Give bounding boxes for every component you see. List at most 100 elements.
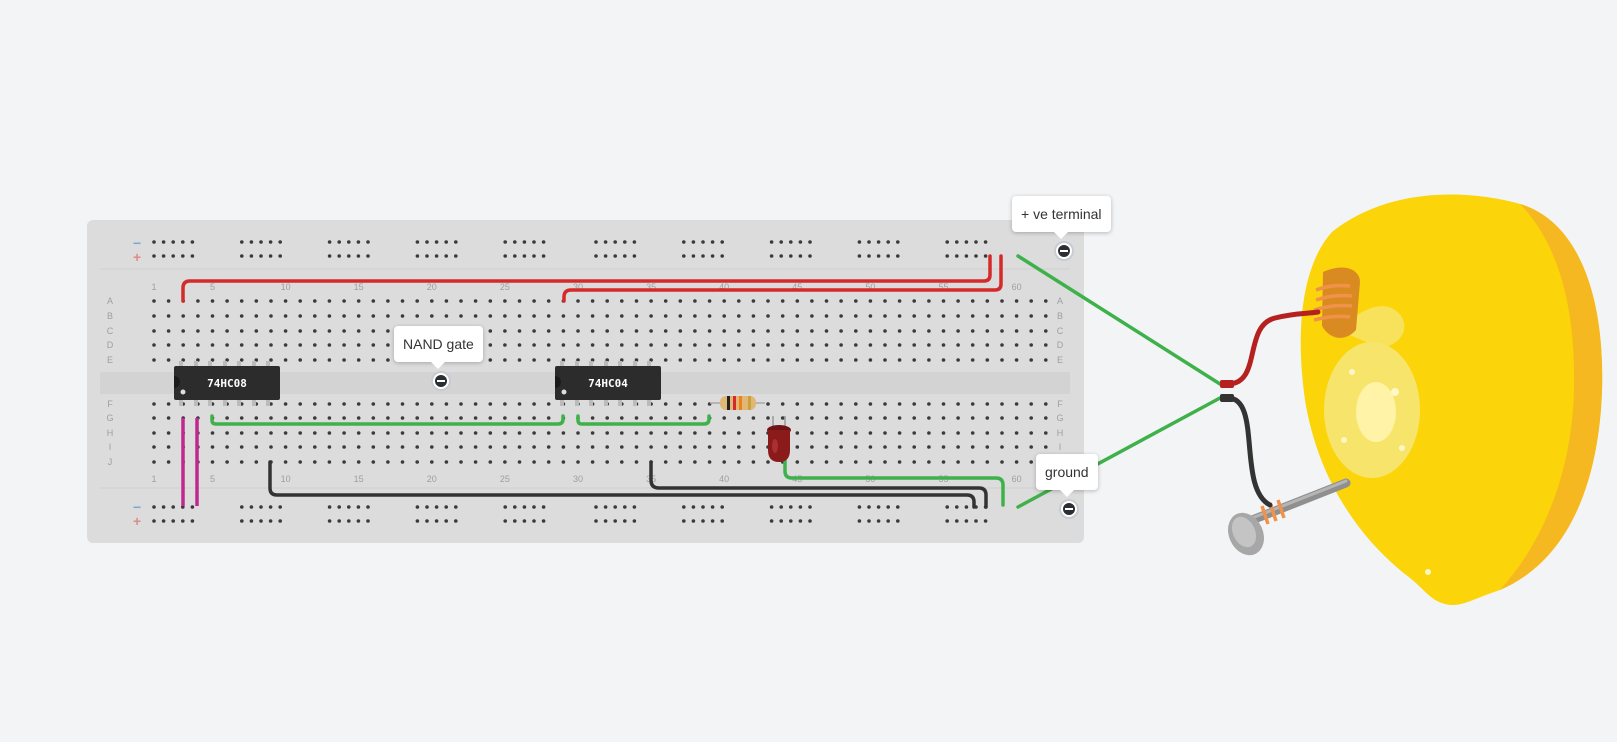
breadboard-hole[interactable]: [561, 445, 566, 449]
breadboard-hole[interactable]: [522, 505, 527, 509]
breadboard-hole[interactable]: [839, 343, 843, 347]
breadboard-hole[interactable]: [707, 431, 712, 435]
breadboard-hole[interactable]: [249, 240, 254, 244]
breadboard-hole[interactable]: [985, 416, 990, 420]
breadboard-hole[interactable]: [605, 460, 609, 464]
breadboard-hole[interactable]: [434, 254, 439, 258]
breadboard-hole[interactable]: [751, 358, 756, 362]
breadboard-hole[interactable]: [808, 519, 812, 523]
breadboard-hole[interactable]: [868, 329, 873, 333]
breadboard-hole[interactable]: [886, 240, 890, 244]
breadboard-hole[interactable]: [795, 314, 800, 318]
breadboard-hole[interactable]: [430, 416, 434, 420]
breadboard-hole[interactable]: [371, 460, 376, 464]
breadboard-hole[interactable]: [693, 299, 697, 303]
breadboard-hole[interactable]: [722, 416, 726, 420]
breadboard-hole[interactable]: [347, 505, 351, 509]
breadboard-hole[interactable]: [956, 416, 960, 420]
breadboard-hole[interactable]: [663, 329, 668, 333]
breadboard-hole[interactable]: [342, 445, 346, 449]
breadboard-hole[interactable]: [1014, 431, 1019, 435]
breadboard-hole[interactable]: [503, 329, 507, 333]
breadboard-hole[interactable]: [327, 299, 332, 303]
breadboard-hole[interactable]: [503, 402, 507, 406]
breadboard-hole[interactable]: [663, 402, 668, 406]
breadboard-hole[interactable]: [513, 519, 517, 523]
breadboard-hole[interactable]: [883, 416, 887, 420]
breadboard-hole[interactable]: [283, 402, 288, 406]
breadboard-hole[interactable]: [605, 299, 609, 303]
breadboard-hole[interactable]: [927, 402, 931, 406]
breadboard-hole[interactable]: [386, 329, 390, 333]
breadboard-hole[interactable]: [342, 314, 346, 318]
breadboard-hole[interactable]: [693, 416, 697, 420]
breadboard-hole[interactable]: [737, 445, 741, 449]
breadboard-hole[interactable]: [927, 314, 931, 318]
breadboard-hole[interactable]: [682, 254, 686, 258]
breadboard-hole[interactable]: [283, 460, 288, 464]
breadboard-hole[interactable]: [488, 431, 493, 435]
breadboard-hole[interactable]: [327, 402, 332, 406]
breadboard-hole[interactable]: [912, 402, 916, 406]
breadboard-hole[interactable]: [444, 402, 449, 406]
breadboard-hole[interactable]: [366, 254, 370, 258]
clip-red[interactable]: [1220, 380, 1234, 388]
breadboard-hole[interactable]: [603, 519, 608, 523]
breadboard-hole[interactable]: [886, 505, 890, 509]
note-ground-toggle[interactable]: [1059, 499, 1079, 519]
breadboard-hole[interactable]: [896, 519, 900, 523]
breadboard-hole[interactable]: [693, 329, 697, 333]
breadboard-hole[interactable]: [810, 358, 814, 362]
breadboard-hole[interactable]: [532, 431, 536, 435]
breadboard-hole[interactable]: [444, 519, 449, 523]
breadboard-hole[interactable]: [678, 358, 683, 362]
breadboard-hole[interactable]: [152, 519, 156, 523]
breadboard-hole[interactable]: [371, 343, 376, 347]
breadboard-hole[interactable]: [561, 329, 566, 333]
breadboard-hole[interactable]: [444, 431, 449, 435]
breadboard-hole[interactable]: [964, 254, 969, 258]
breadboard-hole[interactable]: [356, 254, 361, 258]
breadboard-hole[interactable]: [974, 519, 978, 523]
breadboard-hole[interactable]: [795, 416, 800, 420]
breadboard-hole[interactable]: [945, 254, 949, 258]
breadboard-hole[interactable]: [337, 505, 342, 509]
breadboard-hole[interactable]: [1029, 314, 1033, 318]
breadboard-hole[interactable]: [249, 254, 254, 258]
breadboard-hole[interactable]: [386, 416, 390, 420]
breadboard-hole[interactable]: [1014, 445, 1019, 449]
breadboard-hole[interactable]: [152, 240, 156, 244]
breadboard-hole[interactable]: [532, 343, 536, 347]
breadboard-hole[interactable]: [634, 299, 639, 303]
breadboard-hole[interactable]: [868, 460, 873, 464]
breadboard-hole[interactable]: [632, 254, 637, 258]
breadboard-hole[interactable]: [459, 402, 463, 406]
breadboard-hole[interactable]: [425, 254, 429, 258]
breadboard-hole[interactable]: [649, 314, 653, 318]
breadboard-hole[interactable]: [473, 402, 478, 406]
breadboard-hole[interactable]: [795, 343, 800, 347]
breadboard-hole[interactable]: [722, 358, 726, 362]
breadboard-hole[interactable]: [896, 240, 900, 244]
breadboard-hole[interactable]: [454, 240, 458, 244]
breadboard-hole[interactable]: [532, 358, 536, 362]
breadboard-hole[interactable]: [956, 343, 960, 347]
breadboard-hole[interactable]: [371, 358, 376, 362]
breadboard-hole[interactable]: [342, 431, 346, 435]
breadboard-hole[interactable]: [964, 519, 969, 523]
breadboard-hole[interactable]: [459, 314, 463, 318]
breadboard-hole[interactable]: [181, 329, 185, 333]
breadboard-hole[interactable]: [678, 460, 683, 464]
breadboard-hole[interactable]: [313, 299, 317, 303]
breadboard-hole[interactable]: [722, 460, 726, 464]
breadboard-hole[interactable]: [693, 402, 697, 406]
breadboard-hole[interactable]: [710, 240, 715, 244]
breadboard-hole[interactable]: [605, 416, 609, 420]
breadboard-hole[interactable]: [488, 299, 493, 303]
breadboard-hole[interactable]: [693, 314, 697, 318]
breadboard-hole[interactable]: [701, 240, 705, 244]
breadboard-hole[interactable]: [371, 431, 376, 435]
breadboard-hole[interactable]: [503, 505, 508, 509]
breadboard-hole[interactable]: [517, 402, 522, 406]
breadboard-hole[interactable]: [171, 505, 175, 509]
